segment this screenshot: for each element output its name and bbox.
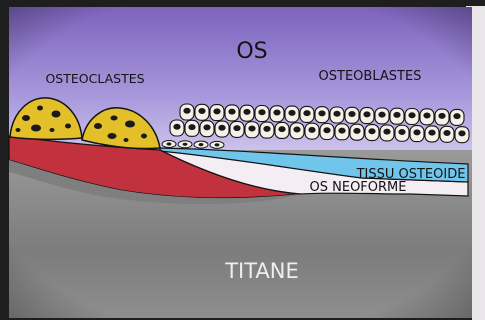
osteoblast-nucleus xyxy=(173,124,180,130)
label-os: OS xyxy=(236,39,267,64)
label-titane: TITANE xyxy=(224,259,299,283)
lining-cell-nucleus xyxy=(199,143,204,146)
osteoblast-nucleus xyxy=(288,110,295,116)
osteoblast-nucleus xyxy=(408,112,415,118)
osteoblast-nucleus xyxy=(243,109,250,115)
osteoblast-nucleus xyxy=(213,108,220,114)
label-osteoclastes: OSTEOCLASTES xyxy=(45,71,144,86)
osteoblast-nucleus xyxy=(318,110,325,116)
osteoblast-nucleus xyxy=(273,110,280,116)
osteoblast-nucleus xyxy=(338,128,345,134)
osteoblast-nucleus xyxy=(428,130,435,136)
osteoblast-nucleus xyxy=(233,125,240,131)
osteoblast-nucleus xyxy=(363,111,370,117)
osteoblast-nucleus xyxy=(378,112,385,118)
osteoblast-nucleus xyxy=(333,111,340,117)
osteoblast-nucleus xyxy=(413,129,420,135)
osteoblast-nucleus xyxy=(258,109,265,115)
osteoblast-nucleus xyxy=(393,112,400,118)
osteoblast-nucleus xyxy=(453,113,460,119)
osteoblast-nucleus xyxy=(198,108,205,114)
osteoblast-nucleus xyxy=(183,108,190,114)
osteoblast-nucleus xyxy=(293,127,300,133)
osteoblast-nucleus xyxy=(423,113,430,119)
osteoblast-nucleus xyxy=(353,128,360,134)
osteoblast-nucleus xyxy=(248,125,255,131)
osteoblast-nucleus xyxy=(303,110,310,116)
osteoblast-nucleus xyxy=(188,124,195,130)
osteoblast-nucleus xyxy=(368,128,375,134)
label-osteoblastes: OSTEOBLASTES xyxy=(319,69,422,84)
label-os-neoforme: OS NEOFORME xyxy=(310,180,407,195)
lining-cell-nucleus xyxy=(183,143,188,146)
osteoblast-nucleus xyxy=(263,126,270,132)
lining-cell-nucleus xyxy=(215,143,220,146)
osteoblast-nucleus xyxy=(438,113,445,119)
osteoblast-nucleus xyxy=(458,130,465,136)
osteoblast-nucleus xyxy=(203,124,210,130)
osteoblast-nucleus xyxy=(228,109,235,115)
osteoblast-nucleus xyxy=(398,129,405,135)
osteoblast-nucleus xyxy=(278,126,285,132)
osteoblast-nucleus xyxy=(443,130,450,136)
osteoblast-nucleus xyxy=(323,127,330,133)
osteoblast-nucleus xyxy=(308,127,315,133)
osteoblast-nucleus xyxy=(218,125,225,131)
osteoblast-nucleus xyxy=(348,111,355,117)
lining-cell-nucleus xyxy=(167,142,172,145)
osteoblast-nucleus xyxy=(383,129,390,135)
